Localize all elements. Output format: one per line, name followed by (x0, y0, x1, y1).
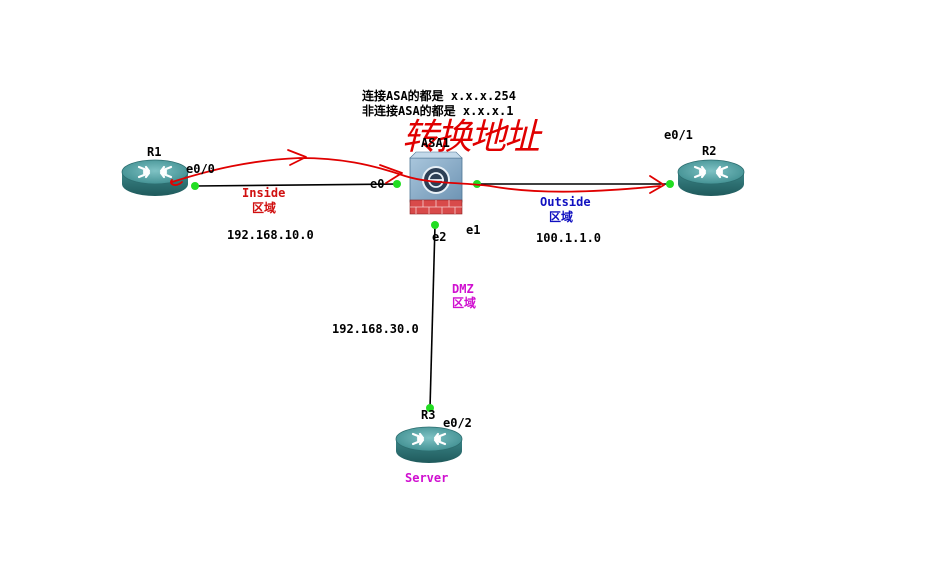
port-asa-e2[interactable] (431, 221, 439, 229)
port-r2-e0-1[interactable] (666, 180, 674, 188)
device-role-r3: Server (405, 471, 449, 485)
zone-outside-suffix: 区域 (549, 210, 574, 224)
port-r1-e0-0[interactable] (191, 182, 199, 190)
zone-dmz-suffix: 区域 (452, 296, 477, 310)
router-icon (676, 158, 746, 198)
note-line-1: 连接ASA的都是 x.x.x.254 (362, 89, 516, 103)
interface-label-r2: e0/1 (664, 128, 693, 142)
port-asa-e0[interactable] (393, 180, 401, 188)
network-links (194, 183, 670, 409)
device-name-asa: ASA1 (421, 136, 450, 150)
interface-label-r3: e0/2 (443, 416, 472, 430)
note-line-2: 非连接ASA的都是 x.x.x.1 (362, 104, 514, 118)
interface-label-asa-e0: e0 (370, 177, 385, 191)
zone-outside-network: 100.1.1.0 (536, 231, 602, 245)
zone-dmz-name: DMZ (452, 282, 474, 296)
handwritten-annotation: 转换地址 (402, 117, 540, 158)
handwritten-arrow (170, 149, 665, 194)
link-asa-r3 (429, 224, 436, 409)
zone-inside-name: Inside (242, 186, 286, 200)
router-r1[interactable] (120, 158, 190, 198)
zone-outside-name: Outside (540, 195, 591, 209)
interface-label-asa-e1: e1 (466, 223, 481, 237)
zone-dmz-network: 192.168.30.0 (332, 322, 419, 336)
device-name-r2: R2 (702, 144, 717, 158)
zone-inside-network: 192.168.10.0 (227, 228, 314, 242)
link-r1-asa (194, 183, 398, 187)
router-icon (120, 158, 190, 198)
router-r2[interactable] (676, 158, 746, 198)
zone-inside-suffix: 区域 (252, 201, 277, 215)
router-icon (394, 425, 464, 465)
device-name-r3: R3 (421, 408, 436, 422)
router-r3[interactable] (394, 425, 464, 465)
port-dots (191, 180, 674, 412)
device-name-r1: R1 (147, 145, 162, 159)
port-r3-e0-2[interactable] (426, 404, 434, 412)
interface-label-r1: e0/0 (186, 162, 215, 176)
interface-label-asa-e2: e2 (432, 230, 447, 244)
